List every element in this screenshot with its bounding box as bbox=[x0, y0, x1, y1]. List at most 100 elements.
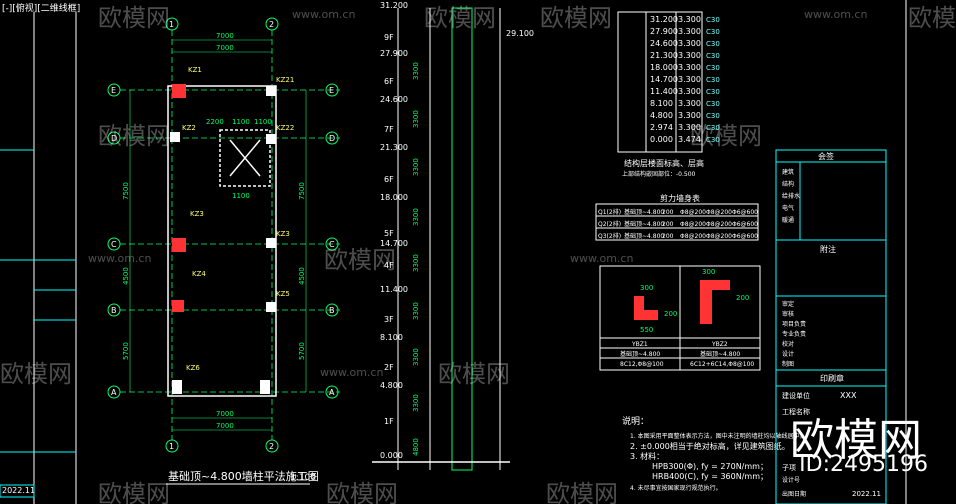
dim-right-1: 7500 bbox=[298, 182, 306, 200]
svg-text:Φ8@200: Φ8@200 bbox=[680, 233, 706, 240]
svg-text:3.300: 3.300 bbox=[678, 87, 701, 96]
svg-text:子项: 子项 bbox=[782, 464, 796, 472]
svg-text:3.300: 3.300 bbox=[678, 123, 701, 132]
section-elevations: 31.200 27.900 24.600 21.300 18.000 14.70… bbox=[380, 1, 534, 460]
floor-label-4f: 4F bbox=[384, 261, 394, 270]
dim-right-2: 4500 bbox=[298, 267, 306, 285]
grid-row-e-right: E bbox=[329, 86, 334, 95]
svg-text:3.300: 3.300 bbox=[678, 51, 701, 60]
dim-core-4: 1100 bbox=[232, 192, 250, 200]
svg-text:www.om.cn: www.om.cn bbox=[88, 252, 151, 265]
svg-text:Φ8@200: Φ8@200 bbox=[680, 209, 706, 216]
svg-text:欧模网: 欧模网 bbox=[326, 480, 398, 504]
wall-table: 剪力墙身表 Q1(2排) 基础顶~4.800 200 Φ8@200 Φ8@200… bbox=[595, 193, 759, 241]
svg-text:欧模网: 欧模网 bbox=[438, 360, 510, 388]
svg-text:基础顶~4.800: 基础顶~4.800 bbox=[620, 350, 660, 358]
dim-bottom-1: 7000 bbox=[216, 410, 234, 418]
height-6: 3300 bbox=[412, 302, 420, 320]
svg-text:Φ6@600: Φ6@600 bbox=[732, 221, 758, 228]
elev-21300: 21.300 bbox=[380, 143, 408, 152]
dim-core-1: 2200 bbox=[206, 118, 224, 126]
svg-text:C30: C30 bbox=[706, 40, 720, 48]
grid-row-a: A bbox=[111, 388, 117, 397]
svg-text:31.200: 31.200 bbox=[650, 15, 678, 24]
svg-text:欧模网: 欧模网 bbox=[540, 4, 612, 32]
floor-table bbox=[617, 11, 703, 153]
svg-text:给排水: 给排水 bbox=[782, 192, 800, 200]
svg-text:制图: 制图 bbox=[782, 360, 794, 368]
svg-text:www.om.cn: www.om.cn bbox=[804, 8, 867, 21]
dim-bottom-2: 7000 bbox=[216, 422, 234, 430]
svg-text:3.300: 3.300 bbox=[678, 39, 701, 48]
section-floors: 9F 6F 7F 6F 5F 4F 3F 2F 1F bbox=[384, 33, 394, 426]
svg-text:基础顶~4.800: 基础顶~4.800 bbox=[624, 208, 664, 216]
section-heights: 3300 3300 3300 3300 3300 3300 3300 3300 … bbox=[412, 62, 420, 456]
dim-left-2: 4500 bbox=[122, 267, 130, 285]
svg-text:基础顶~4.800: 基础顶~4.800 bbox=[624, 232, 664, 240]
svg-text:欧模网: 欧模网 bbox=[98, 4, 170, 32]
svg-text:设计: 设计 bbox=[782, 350, 794, 358]
svg-text:www.om.cn: www.om.cn bbox=[292, 8, 355, 21]
svg-text:Φ8@200: Φ8@200 bbox=[706, 221, 732, 228]
svg-text:3. 材料：: 3. 材料： bbox=[630, 451, 664, 461]
svg-text:YBZ2: YBZ2 bbox=[711, 341, 728, 348]
tag-kz6: KZ6 bbox=[186, 364, 200, 372]
floor-label-2f: 2F bbox=[384, 363, 394, 372]
floor-table-subtitle: 上部结构嵌固部位：-0.500 bbox=[622, 170, 696, 178]
grid-row-d: D bbox=[111, 134, 117, 143]
floor-label-3f: 3F bbox=[384, 315, 394, 324]
height-9: 4800 bbox=[412, 438, 420, 456]
svg-text:暖通: 暖通 bbox=[782, 216, 794, 224]
svg-text:300: 300 bbox=[702, 268, 715, 276]
grid-col-2: 2 bbox=[269, 20, 274, 29]
plan-title: 基础顶~4.800墙柱平法施工图 bbox=[168, 469, 319, 483]
svg-text:4.800: 4.800 bbox=[650, 111, 673, 120]
height-5: 3300 bbox=[412, 254, 420, 272]
left-date: 2022.11 bbox=[2, 486, 35, 495]
svg-text:300: 300 bbox=[640, 284, 653, 292]
tag-kz21: KZ21 bbox=[276, 76, 294, 84]
id-watermark: ID:2495196 bbox=[799, 452, 928, 477]
svg-text:www.om.cn: www.om.cn bbox=[320, 366, 383, 379]
height-8: 3300 bbox=[412, 394, 420, 412]
svg-text:550: 550 bbox=[640, 326, 653, 334]
svg-text:C30: C30 bbox=[706, 124, 720, 132]
grid-row-c: C bbox=[111, 240, 117, 249]
svg-text:3.300: 3.300 bbox=[678, 99, 701, 108]
svg-text:18.000: 18.000 bbox=[650, 63, 678, 72]
svg-text:Q1(2排): Q1(2排) bbox=[598, 208, 621, 216]
grid-row-c-right: C bbox=[329, 240, 335, 249]
grid-row-e: E bbox=[111, 86, 116, 95]
svg-text:21.300: 21.300 bbox=[650, 51, 678, 60]
grid-col-2-bottom: 2 bbox=[269, 442, 274, 451]
floor-label-1f: 1F bbox=[384, 417, 394, 426]
svg-text:C30: C30 bbox=[706, 28, 720, 36]
svg-text:C30: C30 bbox=[706, 100, 720, 108]
svg-text:会签: 会签 bbox=[818, 151, 834, 161]
dim-left-1: 7500 bbox=[122, 182, 130, 200]
tag-kz4: KZ4 bbox=[192, 270, 206, 278]
tag-kz3: KZ3 bbox=[190, 210, 204, 218]
svg-text:欧模网: 欧模网 bbox=[0, 360, 72, 388]
svg-text:YBZ1: YBZ1 bbox=[631, 341, 648, 348]
svg-text:欧模网: 欧模网 bbox=[546, 480, 618, 504]
tag-kz1: KZ1 bbox=[188, 66, 202, 74]
svg-text:6C12+6C14,Φ8@100: 6C12+6C14,Φ8@100 bbox=[690, 361, 754, 368]
svg-text:建设单位: 建设单位 bbox=[782, 391, 810, 400]
svg-text:27.900: 27.900 bbox=[650, 27, 678, 36]
elev-11400: 11.400 bbox=[380, 285, 408, 294]
svg-text:C30: C30 bbox=[706, 64, 720, 72]
svg-text:Q3(2排): Q3(2排) bbox=[598, 232, 621, 240]
dim-core-3: 1100 bbox=[254, 118, 272, 126]
dim-left-3: 5700 bbox=[122, 342, 130, 360]
viewport-label[interactable]: [-][俯视][二维线框] bbox=[2, 4, 81, 14]
tag-kz5: KZ5 bbox=[276, 290, 290, 298]
svg-text:欧模网: 欧模网 bbox=[424, 4, 496, 32]
grid-row-a-right: A bbox=[329, 388, 335, 397]
elev-4800: 4.800 bbox=[380, 381, 403, 390]
tag-kz3-b: KZ3 bbox=[276, 230, 290, 238]
section-view bbox=[372, 7, 510, 471]
svg-text:www.om.cn: www.om.cn bbox=[570, 252, 633, 265]
